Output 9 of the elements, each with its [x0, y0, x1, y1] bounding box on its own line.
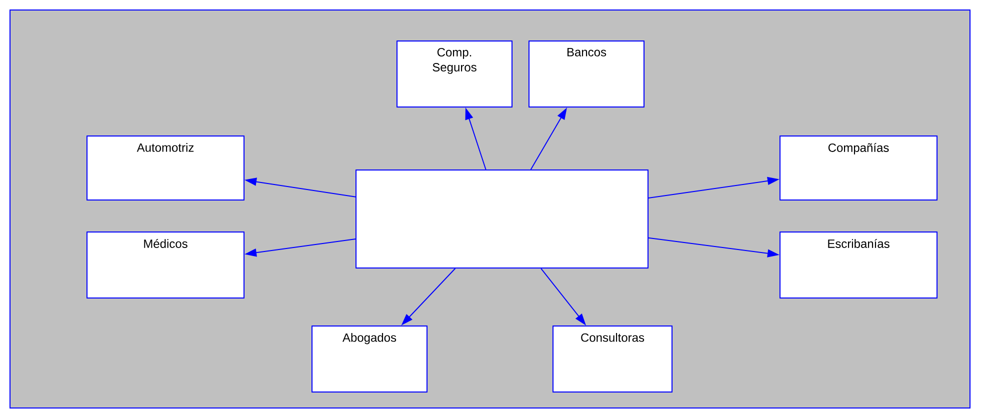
- sector-box: Comp. Seguros: [396, 40, 512, 108]
- sector-box: Bancos: [528, 40, 644, 108]
- sector-box: Automotriz: [86, 136, 244, 200]
- sector-box: Escribanías: [780, 232, 938, 298]
- center-box: [356, 170, 648, 268]
- sector-box: Compañías: [780, 136, 938, 200]
- sector-box: Médicos: [86, 232, 244, 298]
- sector-box: Abogados: [312, 326, 428, 392]
- sector-box: Consultoras: [552, 326, 673, 392]
